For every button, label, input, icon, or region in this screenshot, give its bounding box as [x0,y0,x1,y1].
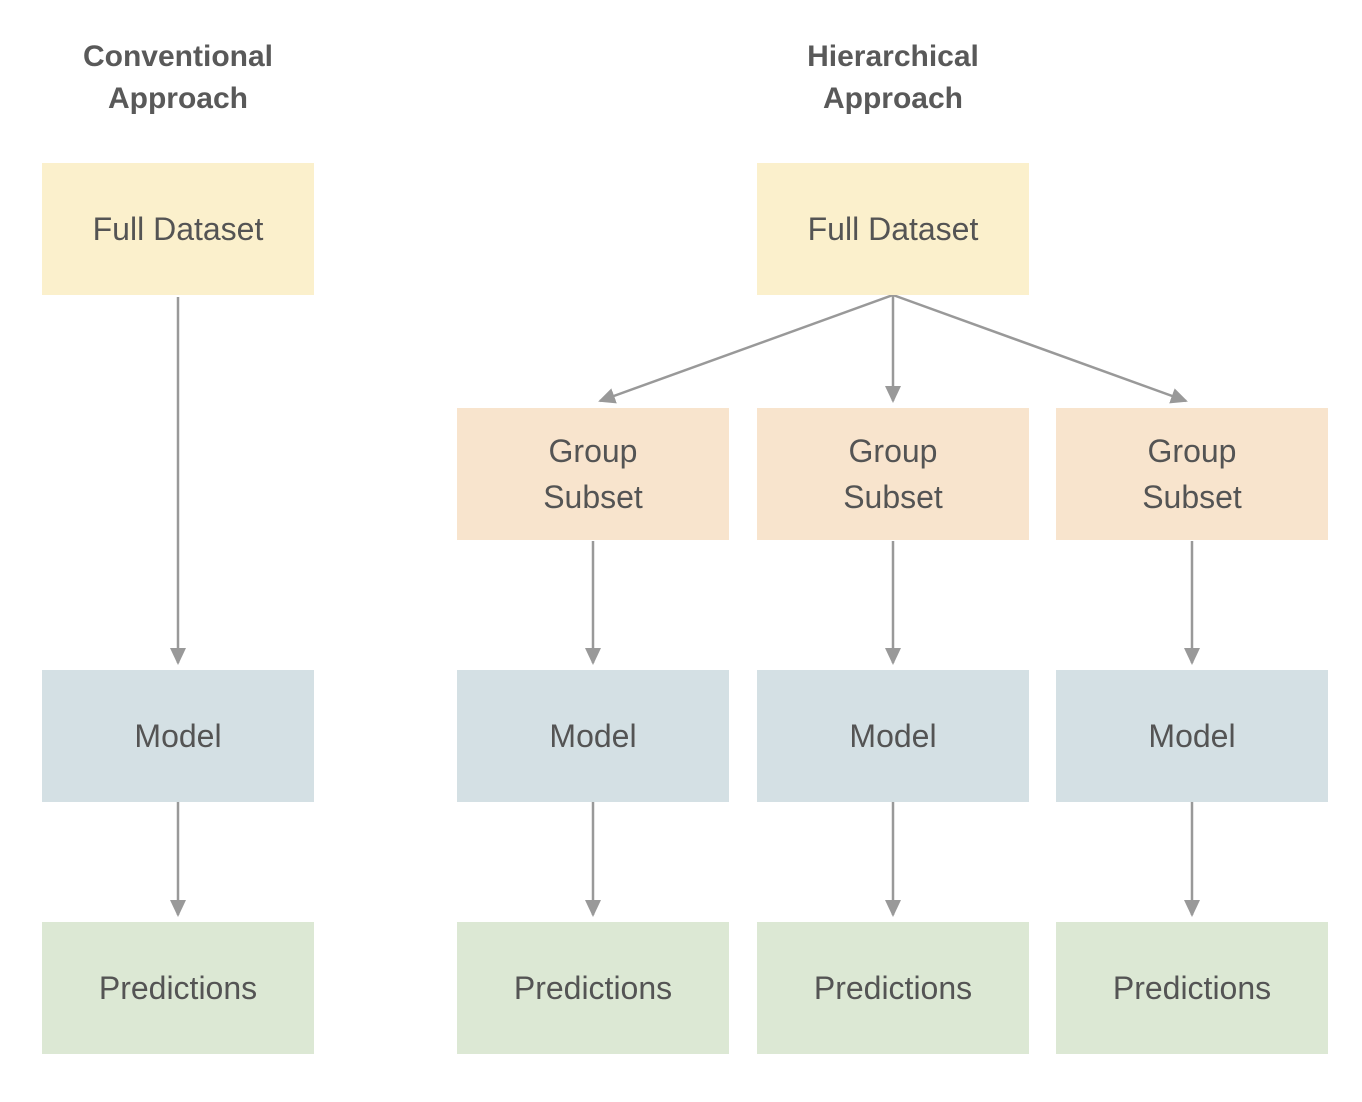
conventional-approach-title: Conventional Approach [82,40,273,115]
model-box-3: Model [1056,670,1328,802]
conventional-model-box: Model [42,670,314,802]
hierarchical-approach-title: Hierarchical Approach [807,40,979,115]
group-subset-box-1: Group Subset [457,408,729,540]
conventional-predictions-box: Predictions [42,922,314,1054]
arrow-hier-dataset-to-subset-3 [892,293,1188,404]
predictions-box-3: Predictions [1056,922,1328,1054]
predictions-box-2: Predictions [757,922,1029,1054]
hierarchical-full-dataset-box: Full Dataset [757,163,1029,295]
arrow-hier-dataset-to-subset-1 [598,293,894,404]
predictions-box-1: Predictions [457,922,729,1054]
model-box-1: Model [457,670,729,802]
model-box-2: Model [757,670,1029,802]
conventional-full-dataset-box: Full Dataset [42,163,314,295]
group-subset-box-3: Group Subset [1056,408,1328,540]
group-subset-box-2: Group Subset [757,408,1029,540]
